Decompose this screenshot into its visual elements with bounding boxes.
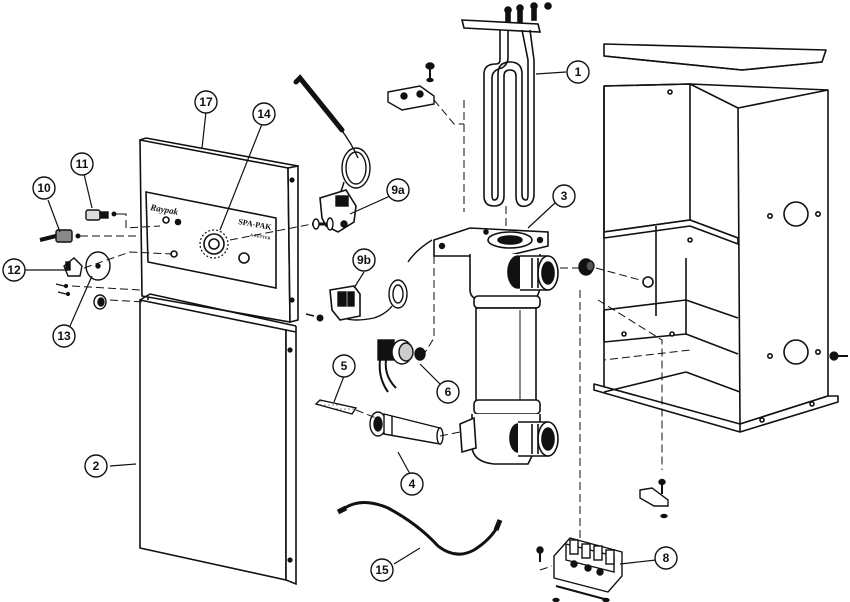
callout-label: 4 [409, 477, 416, 491]
heater-body [433, 227, 559, 465]
callout-label: 12 [7, 263, 21, 277]
bracket [387, 62, 435, 111]
terminal-block [536, 537, 623, 602]
callout-11: 11 [70, 152, 94, 176]
callout-6: 6 [436, 380, 460, 404]
callout-label: 6 [445, 385, 452, 399]
small-screws [55, 283, 71, 297]
callout-label: 17 [199, 95, 213, 109]
callout-9b: 9b [352, 248, 376, 272]
assembly-lines [71, 99, 691, 571]
panel-screw [305, 313, 324, 322]
callout-5: 5 [332, 354, 356, 378]
callout-3: 3 [552, 184, 576, 208]
callout-2: 2 [84, 454, 108, 478]
callout-label: 13 [57, 329, 71, 343]
callout-label: 2 [93, 459, 100, 473]
callout-label: 5 [341, 359, 348, 373]
callout-label: 9b [357, 253, 371, 267]
callout-label: 1 [575, 65, 582, 79]
bonding-wire [336, 501, 503, 556]
callout-label: 9a [391, 183, 405, 197]
small-bushing [93, 294, 107, 310]
thermowell [369, 411, 444, 445]
heating-element [460, 2, 552, 208]
callout-label: 10 [37, 181, 51, 195]
thermostat-capillary-9b [329, 239, 433, 321]
panel-sub-text: & LETTER [250, 232, 271, 241]
callout-label: 3 [561, 189, 568, 203]
callout-leaders [22, 71, 657, 565]
toggle-switch [39, 229, 81, 243]
callout-12: 12 [2, 258, 26, 282]
cabinet-lid [603, 43, 827, 71]
control-knob [63, 257, 83, 277]
pressure-switch [377, 339, 426, 393]
thermostat-capillary-9a [293, 74, 371, 233]
callout-15: 15 [370, 558, 394, 582]
callout-8: 8 [654, 546, 678, 570]
cabinet [593, 43, 839, 433]
screw [829, 351, 848, 361]
callout-4: 4 [400, 472, 424, 496]
callout-17: 17 [194, 90, 218, 114]
dial-plate [85, 251, 111, 281]
callout-1: 1 [566, 60, 590, 84]
callout-10: 10 [32, 176, 56, 200]
callout-label: 14 [257, 107, 271, 121]
callout-13: 13 [52, 324, 76, 348]
cabinet-side-panel [737, 89, 829, 425]
callout-label: 11 [76, 157, 89, 171]
callout-label: 15 [375, 563, 389, 577]
callout-14: 14 [252, 102, 276, 126]
callout-9a: 9a [386, 178, 410, 202]
front-control-panel: Raypak SPA-PAK & LETTER [139, 137, 299, 324]
temperature-probe [314, 399, 358, 415]
lower-access-door [139, 293, 297, 586]
grommet [578, 258, 595, 276]
indicator-light [85, 209, 117, 221]
callout-label: 8 [663, 551, 670, 565]
mounting-clip [639, 478, 669, 519]
